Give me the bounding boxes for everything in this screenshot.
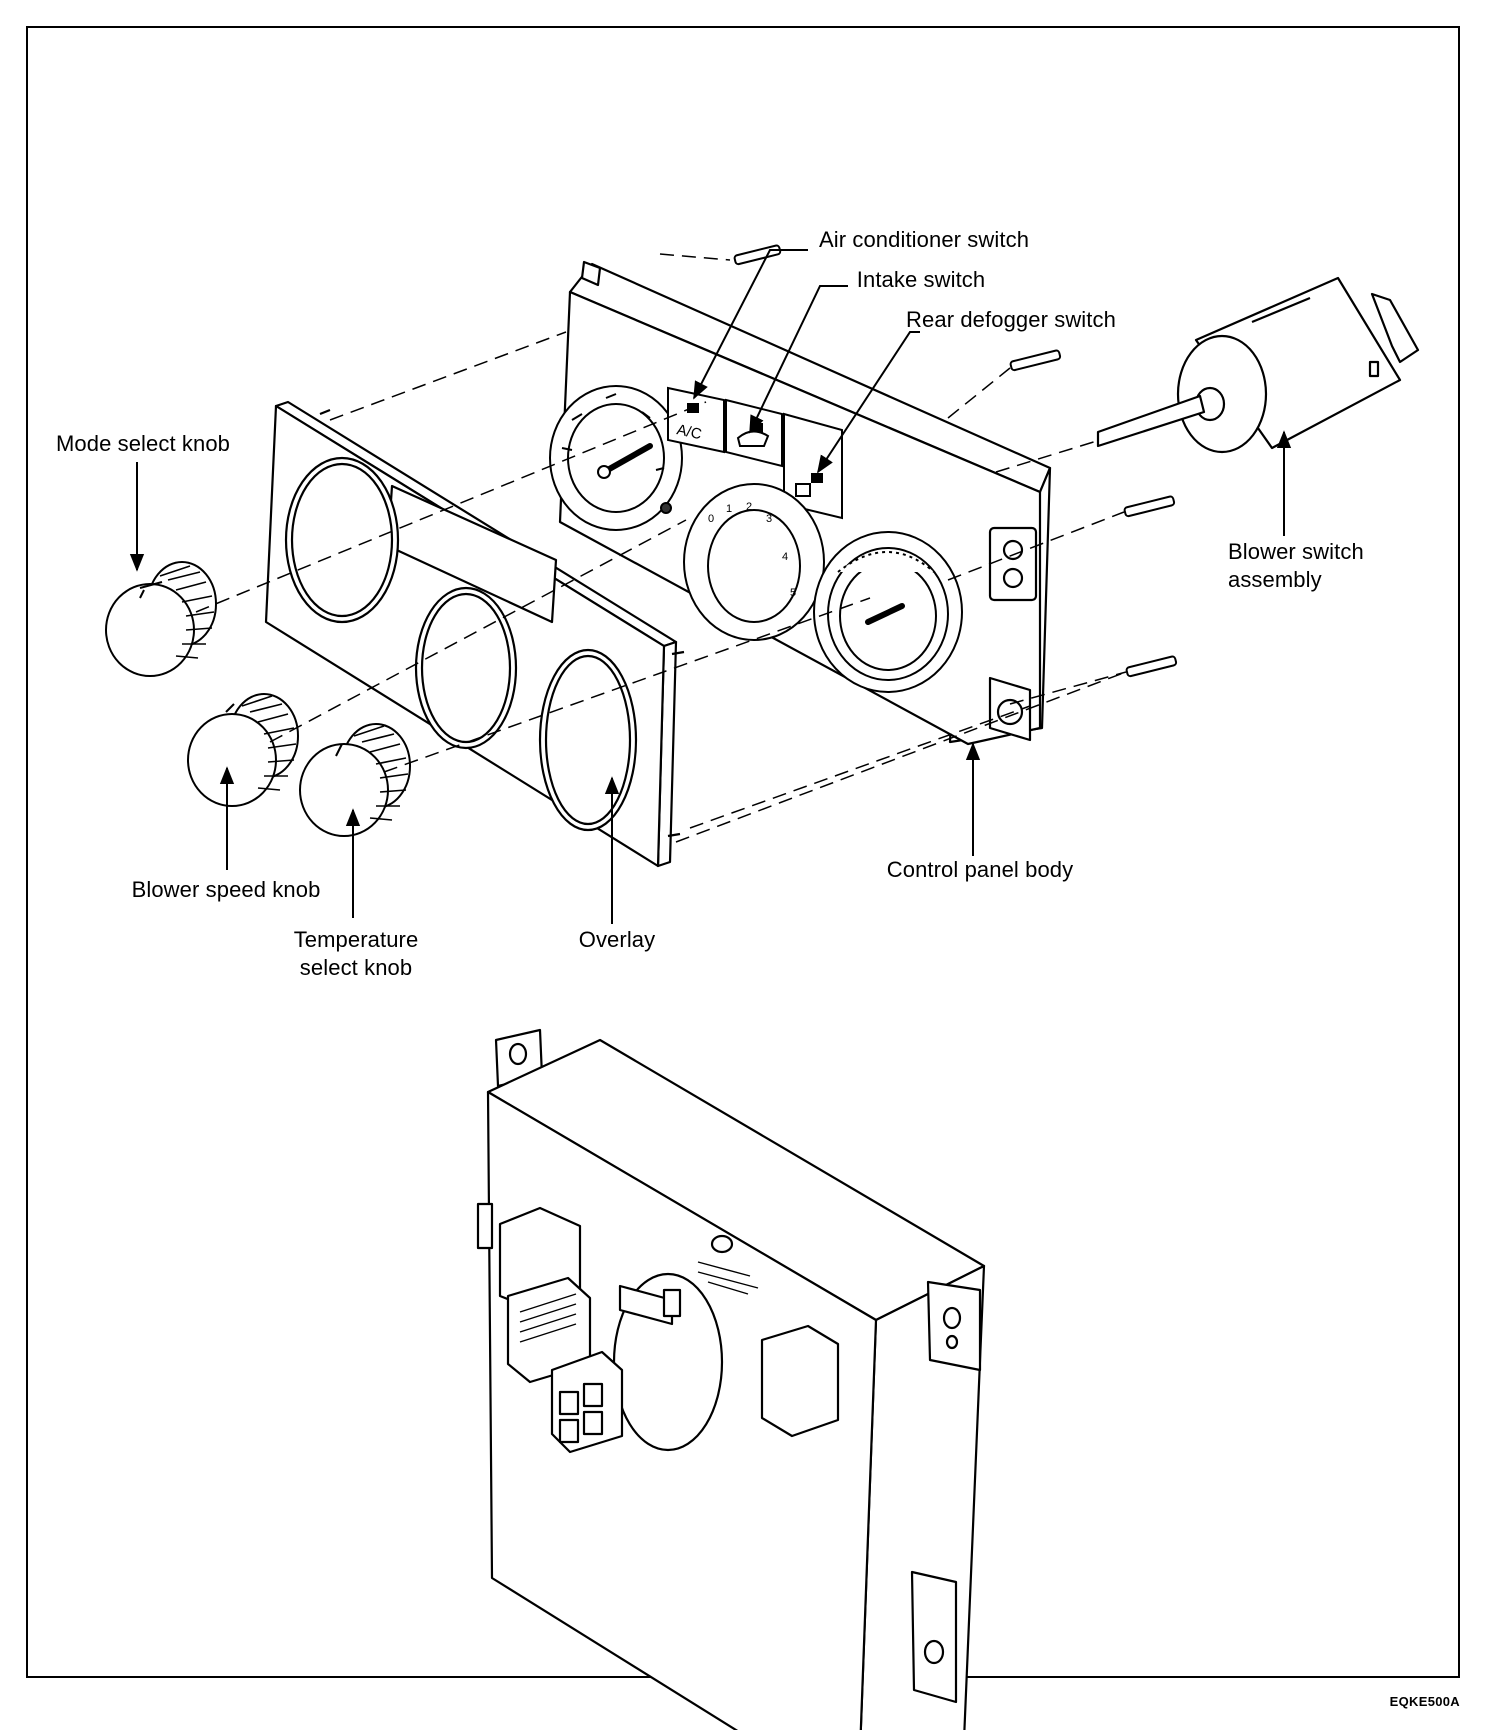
connector-lower [988, 676, 1032, 742]
label-air-conditioner-switch: Air conditioner switch [818, 227, 1030, 252]
ac-button-label: A/C [675, 421, 703, 443]
screw-3 [1123, 495, 1176, 518]
screw-2 [1009, 349, 1062, 372]
label-overlay: Overlay [578, 927, 656, 952]
figure-code: EQKE500A [1389, 1694, 1460, 1709]
temperature-select-knob [299, 723, 411, 837]
label-blower-switch-assembly-line2: assembly [1228, 567, 1322, 592]
label-blower-switch-assembly: Blower switch assembly [1228, 538, 1364, 594]
label-blower-speed-knob: Blower speed knob [131, 877, 321, 902]
assembly-guides [195, 253, 1127, 843]
rear-view-assembly [476, 1028, 986, 1730]
leader-lines [129, 249, 1292, 924]
label-rear-defogger-switch: Rear defogger switch [906, 307, 1116, 332]
blower-speed-dial: 0 1 2 3 4 5 [683, 483, 825, 641]
screw-4 [1125, 655, 1178, 678]
blower-speed-knob [187, 693, 299, 807]
label-blower-switch-assembly-line1: Blower switch [1228, 539, 1364, 564]
blower-scale-3: 3 [766, 513, 772, 525]
temperature-dial [813, 531, 963, 693]
connector-upper [988, 526, 1038, 602]
blower-scale-2: 2 [746, 501, 752, 513]
blower-switch-assembly [1096, 276, 1420, 454]
blower-scale-5: 5 [790, 587, 796, 599]
label-intake-switch: Intake switch [856, 267, 986, 292]
mode-dial [549, 385, 683, 531]
screw-1 [733, 244, 782, 266]
blower-scale-1: 1 [726, 503, 732, 515]
label-control-panel-body: Control panel body [886, 857, 1074, 882]
blower-scale-4: 4 [782, 551, 788, 563]
mode-select-knob [105, 561, 217, 677]
switch-row: A/C [667, 386, 843, 520]
label-mode-select-knob: Mode select knob [55, 431, 231, 456]
blower-scale-0: 0 [708, 513, 714, 525]
label-temperature-select-knob: Temperature select knob [294, 926, 419, 982]
label-temperature-select-knob-line2: select knob [299, 955, 413, 980]
label-temperature-select-knob-line1: Temperature [293, 927, 419, 952]
